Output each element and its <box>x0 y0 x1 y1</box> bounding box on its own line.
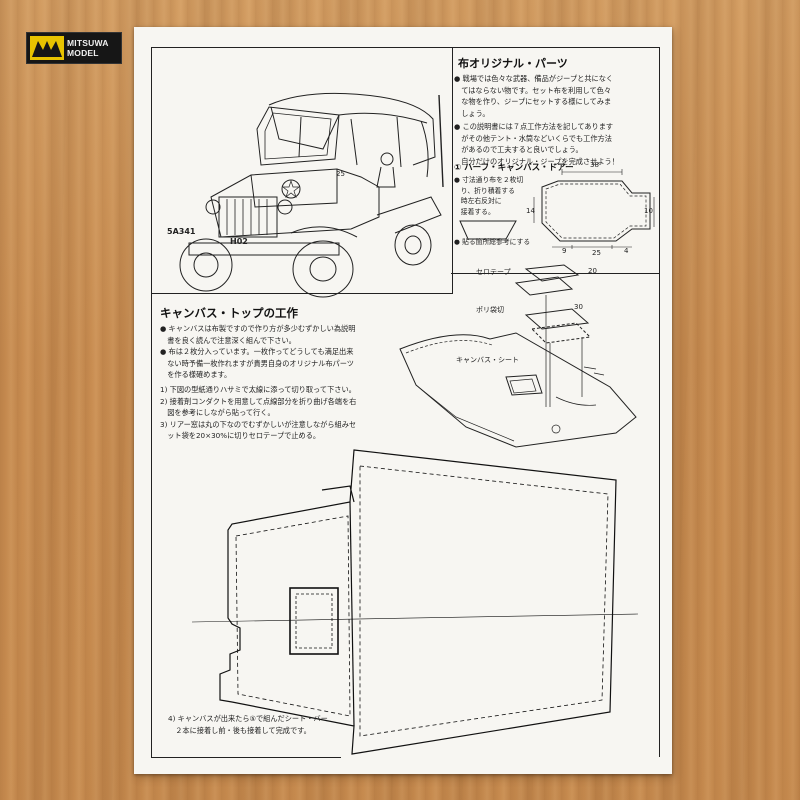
canvas-top-exploded-diagram <box>399 264 637 448</box>
fabric-parts-paragraph-1: ● 戦場では色々な武器、備品がジープと共になく てはならない物です。セット布を利… <box>454 74 614 118</box>
dim-30: 30 <box>574 303 583 311</box>
logo-line-2: MODEL <box>67 48 99 58</box>
half-door-pattern <box>533 169 655 249</box>
dim-10: 10 <box>644 207 653 215</box>
canvas-top-pattern <box>191 449 639 755</box>
canvas-top-steps: 1) 下図の型紙通りハサミで太線に添って切り取って下さい。 2) 接着剤コンダク… <box>160 385 357 440</box>
fabric-parts-frame <box>451 47 660 274</box>
jeep-illustration <box>179 92 444 298</box>
label-cellotape: セロテープ <box>476 268 511 276</box>
canvas-top-intro: ● キャンバスは布製ですので作り方が多少むずかしい為説明 書を良く読んで注意深く… <box>160 324 356 379</box>
mountain-logo-icon <box>30 36 64 60</box>
canvas-top-title: キャンバス・トップの工作 <box>160 306 298 320</box>
frame-line-bottom <box>151 757 341 759</box>
mitsuwa-logo: MITSUWA MODEL <box>26 32 122 64</box>
fabric-parts-paragraph-2: ● この説明書には７点工作方法を記してあります がその他テント・水筒などいくらで… <box>454 122 619 166</box>
canvas-top-final-step: 4) キャンバスが出来たら⑤で組んだシート・バー ２本に接着し前・後も接着して完… <box>168 714 328 735</box>
dim-38: 38 <box>590 161 599 169</box>
half-door-note: ● 寸法通り布を２枚切 り、折り積着する 時左右反対に 接着する。 <box>454 176 524 216</box>
fabric-parts-title: 布オリジナル・パーツ <box>458 57 568 70</box>
label-canvas-sheet: キャンバス・シート <box>456 356 519 364</box>
instruction-sheet: 5A341 H02 25 布オリジナル・パーツ ● 戦場では色々な武器、備品がジ… <box>134 27 672 774</box>
jeep-plate-right: H02 <box>230 237 248 246</box>
jeep-illustration-frame <box>151 47 453 294</box>
half-door-small-sketch <box>459 220 517 240</box>
half-door-title: ① ハーフ・キャンバス・ドアー <box>454 163 574 173</box>
jeep-hood-number: 25 <box>336 170 345 178</box>
dim-25: 25 <box>592 249 601 257</box>
dim-20: 20 <box>588 267 597 275</box>
dim-9: 9 <box>562 247 567 255</box>
frame-line-left <box>151 292 153 757</box>
label-poly-bag: ポリ袋切 <box>476 306 504 314</box>
frame-line-right <box>659 272 661 757</box>
logo-line-1: MITSUWA <box>67 38 109 48</box>
jeep-plate-left: 5A341 <box>167 227 196 236</box>
dim-14: 14 <box>526 207 535 215</box>
half-door-footnote: ● 貼る箇所総参考にする <box>454 238 531 246</box>
dim-4: 4 <box>624 247 629 255</box>
